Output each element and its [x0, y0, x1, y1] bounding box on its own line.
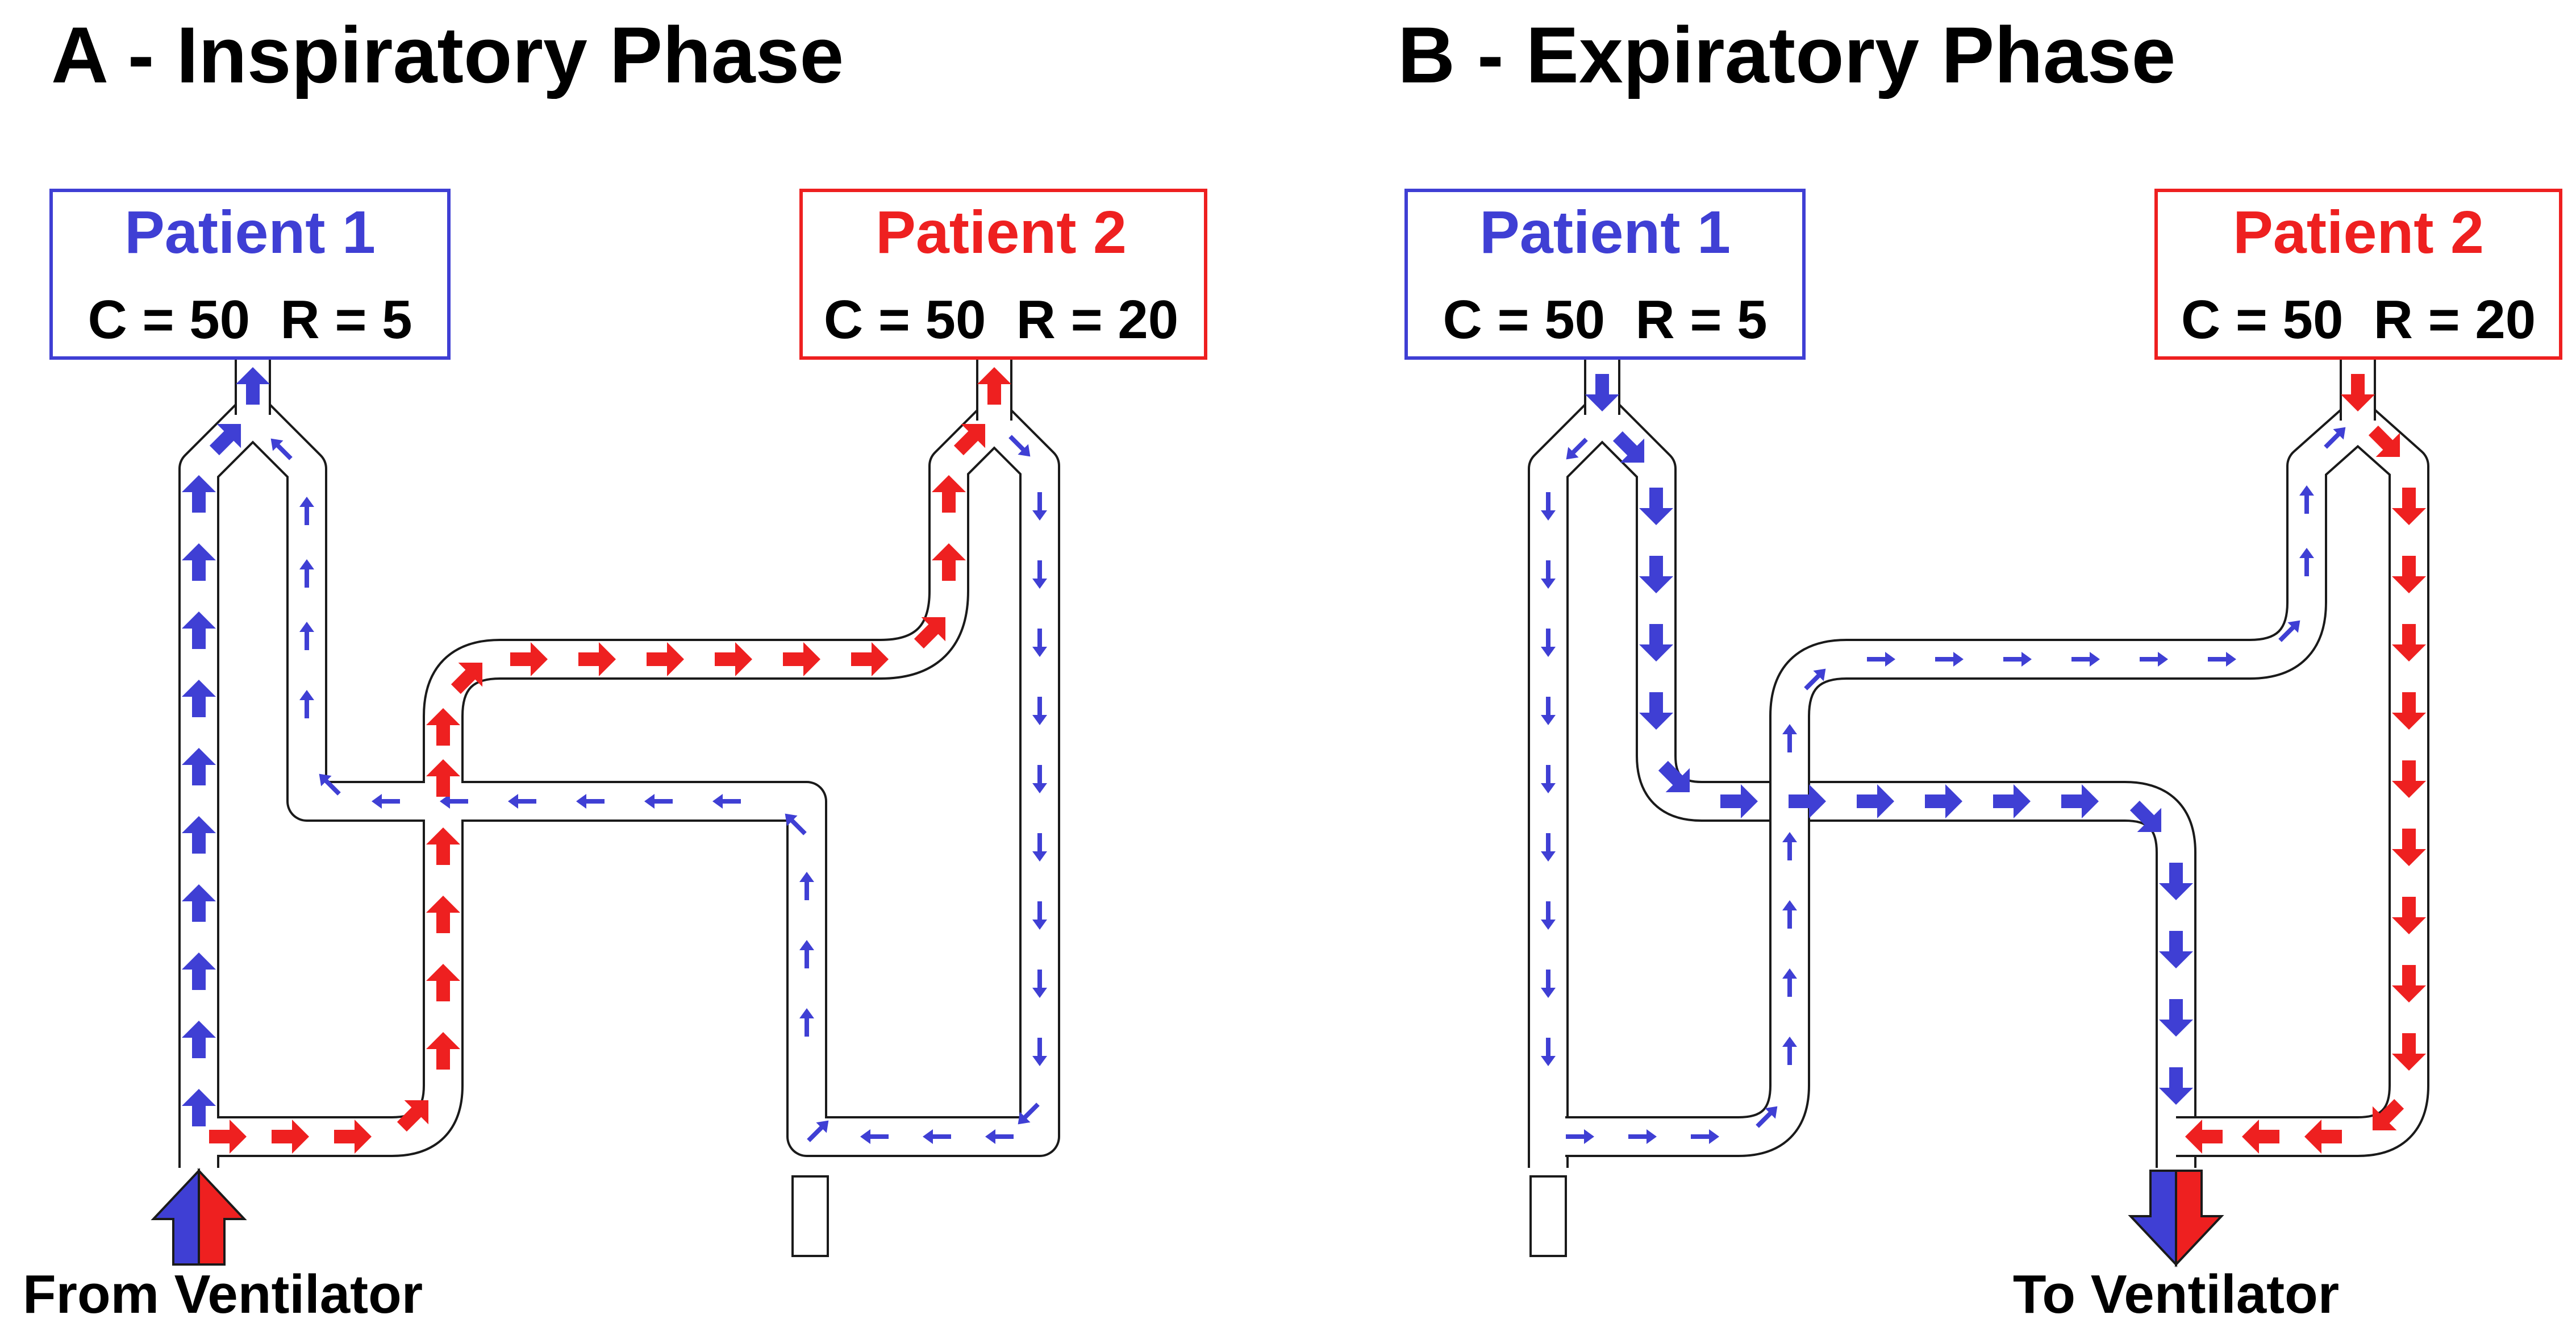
panel-title: A - Inspiratory Phase — [51, 10, 844, 99]
patient1-box: Patient 1 C = 50 R = 5 — [1404, 189, 1806, 360]
patient1-box: Patient 1 C = 50 R = 5 — [49, 189, 451, 360]
panel-inspiratory: A - Inspiratory Phase Patient 1 C = 50 R… — [23, 10, 1207, 1325]
patient2-params: C = 50 R = 20 — [824, 289, 1178, 350]
up-arrow-icon — [151, 1167, 247, 1266]
panel-expiratory: B - Expiratory Phase Patient 1 C = 50 R … — [1398, 10, 2562, 1325]
panel-title: B - Expiratory Phase — [1398, 10, 2175, 99]
patient1-params: C = 50 R = 5 — [88, 289, 412, 350]
patient2-params: C = 50 R = 20 — [2181, 289, 2536, 350]
patient2-box: Patient 2 C = 50 R = 20 — [2154, 189, 2562, 360]
exhaust-port — [791, 1175, 829, 1257]
patient1-name: Patient 1 — [124, 199, 376, 266]
tubing-circuit — [1528, 341, 2429, 1257]
patient1-name: Patient 1 — [1479, 199, 1731, 266]
patient2-name: Patient 2 — [2233, 199, 2484, 266]
down-arrow-icon — [2128, 1170, 2224, 1268]
tubing-circuit — [178, 341, 1060, 1257]
patient1-params: C = 50 R = 5 — [1443, 289, 1768, 350]
ventilator-label: From Ventilator — [23, 1264, 423, 1325]
patient2-name: Patient 2 — [876, 199, 1127, 266]
patient2-box: Patient 2 C = 50 R = 20 — [799, 189, 1207, 360]
exhaust-port — [1529, 1175, 1567, 1257]
ventilator-label: To Ventilator — [2013, 1264, 2339, 1325]
patient2-inflow-arrows — [209, 367, 1011, 1154]
